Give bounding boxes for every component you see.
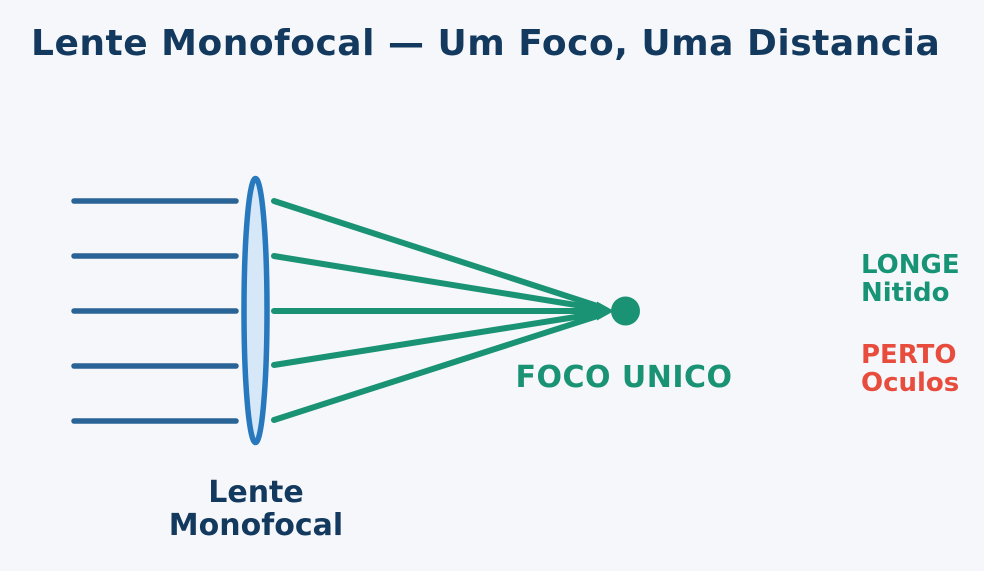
lens-label: Lente Monofocal [169,476,343,542]
refracted-ray [271,310,603,368]
lens-label-line2: Monofocal [168,508,344,543]
page-title: Lente Monofocal — Um Foco, Uma Distancia [31,23,941,64]
lens-ellipse [241,175,270,446]
lens-label-line1: Lente [208,475,304,510]
refracted-ray [271,198,603,310]
near-vision-title: PERTO [861,340,957,370]
focus-point [611,296,640,326]
far-vision-subtitle: Nitido [861,278,950,308]
refracted-ray [271,253,603,312]
far-vision-annotation: LONGE Nitido [861,251,960,307]
far-vision-title: LONGE [861,250,960,280]
near-vision-subtitle: Oculos [861,368,960,398]
refracted-ray [271,312,603,423]
focus-arrowhead-icon [597,301,614,321]
near-vision-annotation: PERTO Oculos [861,341,959,397]
focus-label: FOCO UNICO [515,360,733,395]
